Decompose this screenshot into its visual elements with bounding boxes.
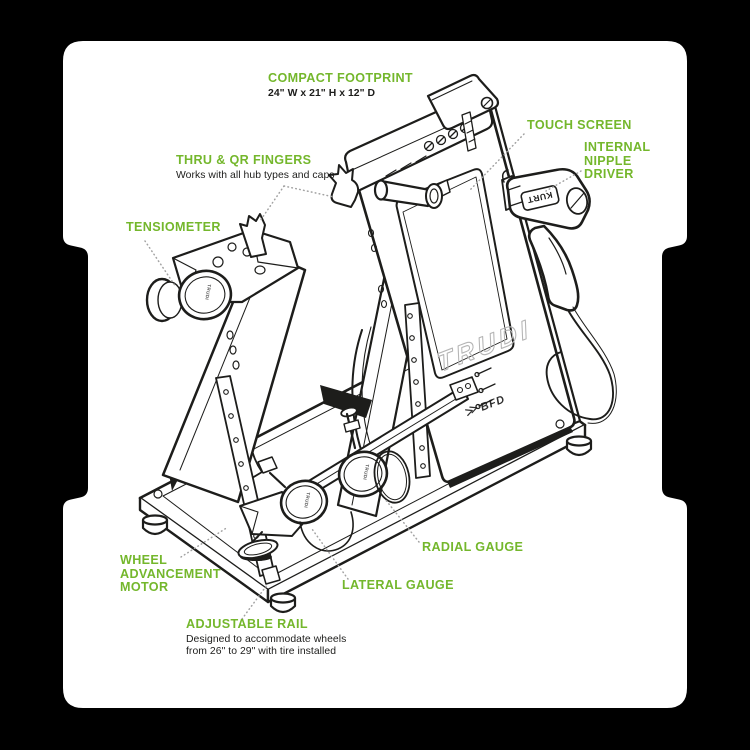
leader-lateral-gauge: [311, 528, 349, 580]
tension-knob: [145, 277, 183, 323]
tensiometer-assembly: TRUDI: [145, 213, 300, 323]
driver-cable: [545, 306, 617, 424]
shadow-center: [320, 385, 372, 418]
left-arm: [161, 246, 307, 504]
leader-touch-screen: [469, 133, 525, 191]
left-claw: [239, 213, 267, 258]
upper-track: [461, 111, 477, 152]
top-plate: [426, 73, 500, 131]
nipple-driver: KURT: [501, 167, 617, 424]
leader-radial-gauge: [384, 498, 420, 543]
leader-wheel-motor: [180, 526, 229, 558]
contact-hoop: [373, 450, 411, 504]
leader-thru-qr-left: [259, 185, 285, 222]
lateral-gauge: TRUDI: [257, 456, 329, 525]
leader-lines: [144, 133, 582, 620]
leader-tensiometer: [144, 240, 177, 288]
tensiometer-dial: TRUDI: [177, 269, 233, 321]
rubber-feet: [141, 435, 593, 614]
leader-internal-nipple-driver: [545, 170, 582, 192]
center-claw: [328, 164, 360, 208]
leader-adjustable-rail: [241, 584, 268, 620]
radial-gauge: TRUDI: [299, 406, 411, 552]
leader-thru-qr-right: [283, 185, 335, 198]
gauge-cable: [299, 511, 354, 552]
driver-grip: [527, 224, 580, 312]
radial-dial-label: TRUDI: [362, 464, 370, 481]
loose-bolts: [474, 367, 496, 410]
tensiometer-dial-label: TRUDI: [204, 284, 212, 301]
handlebar: [373, 179, 451, 209]
driver-brand-plate: KURT: [520, 185, 560, 211]
lateral-dial-label: TRUDI: [303, 492, 311, 509]
machine-illustration: TRUDI TRUDI BFD: [138, 73, 617, 614]
